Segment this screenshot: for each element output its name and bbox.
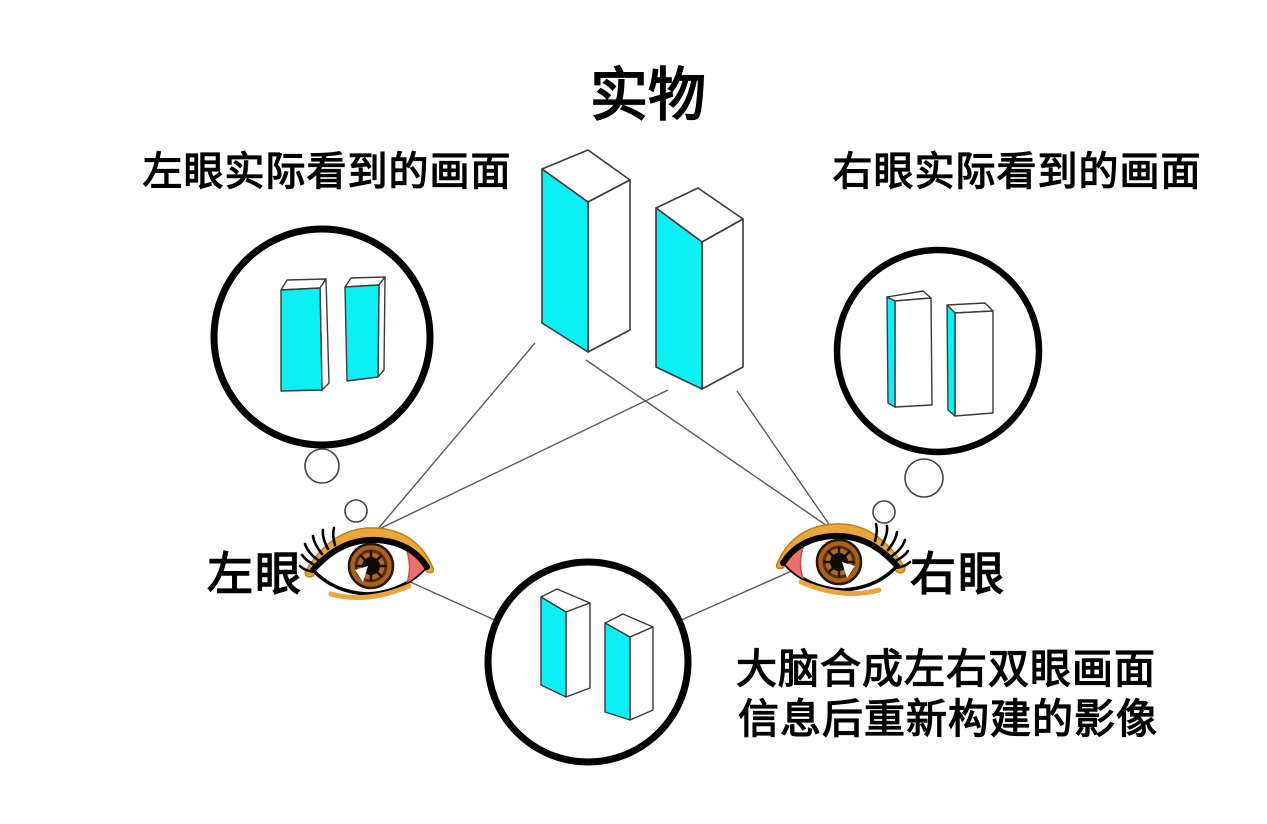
lv-left-front [280, 287, 323, 392]
sight-rays [376, 342, 834, 622]
ray-brain-image-to-right-eye [678, 565, 804, 622]
bi-left-side [565, 602, 591, 698]
left-thought-bubble-small [344, 499, 368, 523]
right-view-caption: 右眼实际看到的画面 [833, 149, 1202, 195]
ray-left-eye-to-left-pillar [376, 342, 536, 531]
left-pillar-front-face [541, 168, 589, 353]
bi-left-front [540, 596, 567, 698]
left-eye-label: 左眼 [207, 547, 303, 601]
bi-right-side [629, 626, 654, 721]
ray-right-eye-to-left-pillar [585, 359, 834, 531]
bi-right-front [604, 622, 631, 721]
left-view-pillars [280, 276, 386, 392]
real-object-right-pillar [655, 187, 744, 390]
ray-left-eye-to-brain-image [407, 580, 498, 622]
right-eye-label: 右眼 [910, 547, 1006, 601]
rv-right-strip [946, 304, 956, 417]
right-view-circle [833, 246, 1043, 456]
left-view-caption: 左眼实际看到的画面 [143, 149, 512, 195]
brain-caption-line1: 大脑合成左右双眼画面 [736, 645, 1156, 693]
brain-image-view [484, 558, 692, 766]
left-pillar-side-face [587, 179, 631, 353]
brain-caption-line2: 信息后重新构建的影像 [738, 695, 1158, 743]
left-eye-view [210, 225, 434, 449]
ray-right-eye-to-right-pillar [736, 390, 834, 531]
thought-bubbles [304, 448, 944, 524]
title: 实物 [590, 61, 706, 129]
rv-left-strip [886, 296, 896, 408]
rv-right-front [954, 310, 994, 417]
right-thought-bubble-small [872, 500, 896, 524]
right-pillar-front-face [655, 207, 703, 390]
ray-left-eye-to-right-pillar [376, 389, 669, 531]
real-object-left-pillar [541, 149, 631, 353]
right-view-pillars [886, 290, 994, 417]
left-eye-illustration [300, 528, 433, 598]
real-object-pillars [541, 149, 744, 390]
right-pillar-side-face [701, 218, 744, 390]
right-eye-illustration [777, 524, 910, 594]
rv-left-front [894, 297, 933, 408]
left-thought-bubble-large [304, 448, 340, 484]
lv-right-front [344, 284, 380, 382]
right-thought-bubble-large [904, 458, 944, 498]
brain-image-pillars [540, 588, 654, 721]
right-eye-view [833, 246, 1043, 456]
